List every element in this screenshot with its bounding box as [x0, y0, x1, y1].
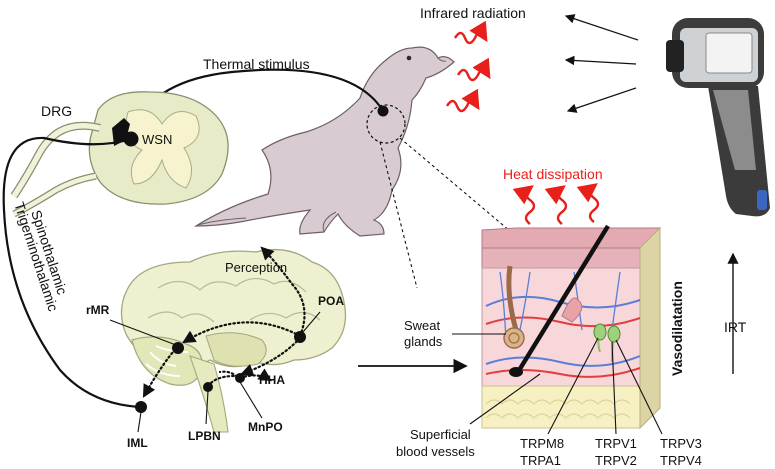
trp-leader-lines — [547, 337, 663, 435]
spinal-cord-section — [10, 91, 229, 218]
irt-label: IRT — [724, 319, 747, 335]
vasodilatation-label: Vasodilatation — [669, 281, 685, 376]
infrared-arrows — [564, 14, 639, 113]
receptor-dot — [377, 105, 389, 117]
iml-label: IML — [127, 436, 148, 450]
brain-illustration — [120, 248, 347, 433]
superficial-label-line2: blood vessels — [396, 444, 475, 459]
perception-label: Perception — [225, 260, 287, 275]
trpv4-label: TRPV4 — [660, 453, 702, 468]
iml-node — [135, 401, 147, 413]
poa-label: POA — [318, 294, 344, 308]
trpa1-label: TRPA1 — [520, 453, 561, 468]
mnpo-node — [239, 378, 241, 380]
sea-lion-illustration — [193, 46, 455, 237]
trpm8-label: TRPM8 — [520, 436, 564, 451]
poa-node — [294, 331, 306, 343]
vessel-leader — [469, 373, 541, 425]
hha-label: HHA — [259, 373, 285, 387]
brain-leader-lines — [109, 311, 321, 433]
thermal-camera-icon — [666, 18, 770, 217]
lpbn-node — [203, 382, 213, 392]
zoom-line-right — [399, 137, 518, 238]
sweat-label-line1: Sweat — [404, 318, 441, 333]
drg-label: DRG — [41, 103, 72, 119]
infrared-wave-icons — [445, 20, 491, 113]
brain-nuclei — [135, 331, 306, 413]
superficial-label-line1: Superficial — [410, 427, 471, 442]
trpv1-label: TRPV1 — [595, 436, 637, 451]
rmr-label: rMR — [86, 303, 110, 317]
thermal-stimulus-label: Thermal stimulus — [203, 56, 310, 72]
trpv3-label: TRPV3 — [660, 436, 702, 451]
wsn-label: WSN — [142, 132, 172, 147]
heat-dissipation-label: Heat dissipation — [503, 166, 603, 182]
spinothalamic-pathway — [2, 136, 141, 409]
heat-wave-icons — [512, 183, 600, 225]
infrared-label: Infrared radiation — [420, 5, 526, 21]
trpv2-label: TRPV2 — [595, 453, 637, 468]
skin-cross-section — [481, 224, 662, 430]
lpbn-label: LPBN — [188, 429, 221, 443]
zoom-line-left — [379, 141, 418, 289]
skin-zoom-circle — [366, 104, 406, 144]
sweat-label-line2: glands — [404, 334, 443, 349]
mnpo-label: MnPO — [248, 420, 283, 434]
